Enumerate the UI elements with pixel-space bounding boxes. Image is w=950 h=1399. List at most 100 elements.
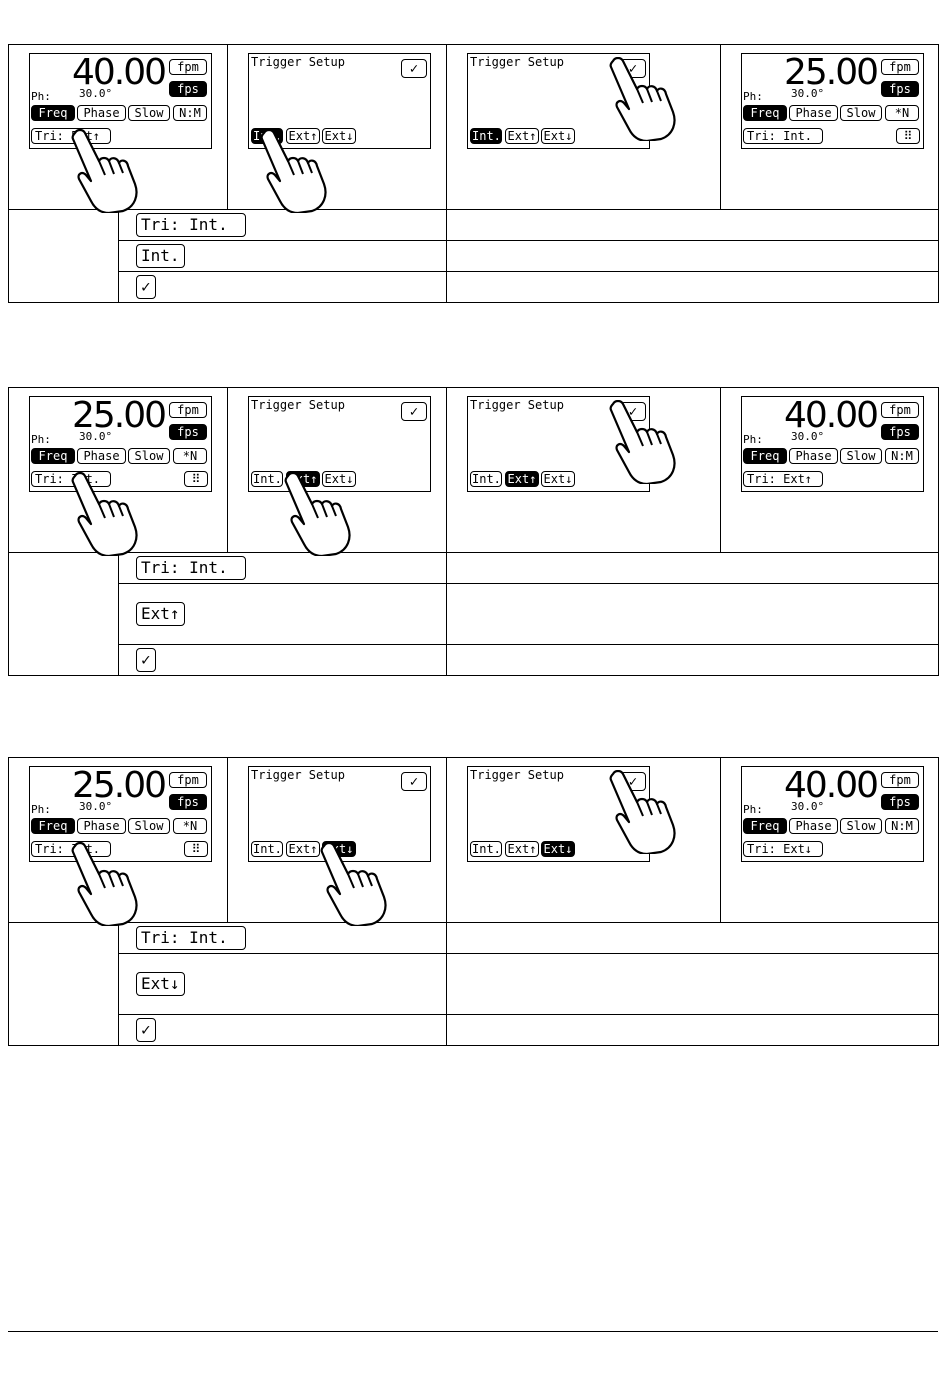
int-button[interactable]: Int. <box>470 128 502 144</box>
pointing-hand-icon <box>609 399 676 486</box>
nm-button[interactable]: *N <box>173 818 207 834</box>
main-screen: 40.00 Ph: 30.0° fpm fps Freq Phase Slow … <box>741 766 924 862</box>
ext-up-button[interactable]: Ext↑ <box>505 841 539 857</box>
ext-up-button[interactable]: Ext↑ <box>505 128 539 144</box>
ext-up-button[interactable]: Ext↑ <box>286 128 320 144</box>
ext-down-button[interactable]: Ext↓ <box>541 471 575 487</box>
phase-value: 30.0° <box>791 430 825 443</box>
confirm-check-button[interactable]: ✓ <box>401 772 427 791</box>
int-button[interactable]: Int. <box>470 471 502 487</box>
trigger-key: Tri: Int. <box>136 556 246 580</box>
fpm-button[interactable]: fpm <box>881 772 919 788</box>
phase-button[interactable]: Phase <box>77 448 126 464</box>
trigger-button[interactable]: Tri: Int. <box>743 128 823 144</box>
confirm-check-button[interactable]: ✓ <box>401 59 427 78</box>
trigger-button[interactable]: Tri: Ext↑ <box>31 128 111 144</box>
ext-down-key: Ext↓ <box>136 972 185 996</box>
slow-button[interactable]: Slow <box>128 105 170 121</box>
phase-button[interactable]: Phase <box>789 818 838 834</box>
int-button[interactable]: Int. <box>251 841 283 857</box>
screen-cell-4: 40.00 Ph: 30.0° fpm fps Freq Phase Slow … <box>720 387 939 553</box>
main-screen: 25.00 Ph: 30.0° fpm fps Freq Phase Slow … <box>29 766 212 862</box>
trigger-setup-screen: Trigger Setup ✓ Int. Ext↑ Ext↓ <box>248 53 431 149</box>
int-button[interactable]: Int. <box>251 471 283 487</box>
ext-down-button[interactable]: Ext↓ <box>541 841 575 857</box>
freq-button[interactable]: Freq <box>743 818 787 834</box>
phase-button[interactable]: Phase <box>789 448 838 464</box>
hand-pointer <box>318 841 394 928</box>
trigger-setup-title: Trigger Setup <box>251 55 345 69</box>
freq-button[interactable]: Freq <box>743 448 787 464</box>
trigger-button[interactable]: Tri: Ext↓ <box>743 841 823 857</box>
hand-pointer <box>69 841 145 928</box>
fps-button[interactable]: fps <box>881 794 919 810</box>
slow-button[interactable]: Slow <box>128 818 170 834</box>
step-label-cell <box>8 552 119 676</box>
fpm-button[interactable]: fpm <box>881 59 919 75</box>
fps-button[interactable]: fps <box>881 81 919 97</box>
pointing-hand-icon <box>609 769 676 856</box>
freq-button[interactable]: Freq <box>31 105 75 121</box>
phase-value: 30.0° <box>79 800 113 813</box>
step-label-cell <box>8 209 119 303</box>
slow-button[interactable]: Slow <box>840 818 882 834</box>
phase-value: 30.0° <box>791 800 825 813</box>
confirm-check-button[interactable]: ✓ <box>401 402 427 421</box>
ext-down-button[interactable]: Ext↓ <box>322 471 356 487</box>
phase-button[interactable]: Phase <box>789 105 838 121</box>
grid-icon[interactable]: ⠿ <box>896 128 920 144</box>
pointing-hand-icon <box>71 128 138 215</box>
trigger-button[interactable]: Tri: Ext↑ <box>743 471 823 487</box>
fpm-button[interactable]: fpm <box>169 402 207 418</box>
grid-icon[interactable]: ⠿ <box>184 471 208 487</box>
hand-pointer <box>258 128 334 215</box>
frequency-value: 40.00 <box>784 396 879 436</box>
desc-cell <box>446 953 939 1015</box>
phase-label: Ph: <box>743 433 763 446</box>
int-button[interactable]: Int. <box>470 841 502 857</box>
nm-button[interactable]: N:M <box>885 818 919 834</box>
screen-cell-1: 40.00 Ph: 30.0° fpm fps Freq Phase Slow … <box>8 44 228 215</box>
fps-button[interactable]: fps <box>881 424 919 440</box>
freq-button[interactable]: Freq <box>743 105 787 121</box>
ext-up-button[interactable]: Ext↑ <box>505 471 539 487</box>
procedure-block-1: 40.00 Ph: 30.0° fpm fps Freq Phase Slow … <box>8 44 939 303</box>
pointing-hand-icon <box>320 841 387 928</box>
trigger-setup-title: Trigger Setup <box>470 398 564 412</box>
trigger-setup-screen: Trigger Setup ✓ Int. Ext↑ Ext↓ <box>467 53 650 149</box>
desc-cell <box>446 271 939 303</box>
nm-button[interactable]: *N <box>885 105 919 121</box>
desc-cell <box>446 240 939 272</box>
freq-button[interactable]: Freq <box>31 448 75 464</box>
fpm-button[interactable]: fpm <box>169 772 207 788</box>
grid-icon[interactable]: ⠿ <box>184 841 208 857</box>
screen-cell-2: Trigger Setup ✓ Int. Ext↑ Ext↓ <box>227 757 447 928</box>
ext-up-button[interactable]: Ext↑ <box>286 841 320 857</box>
screen-cell-2: Trigger Setup ✓ Int. Ext↑ Ext↓ <box>227 44 447 215</box>
phase-button[interactable]: Phase <box>77 818 126 834</box>
slow-button[interactable]: Slow <box>840 105 882 121</box>
key-cell: ✓ <box>118 271 447 303</box>
freq-button[interactable]: Freq <box>31 818 75 834</box>
screen-cell-4: 25.00 Ph: 30.0° fpm fps Freq Phase Slow … <box>720 44 939 210</box>
key-cell: Int. <box>118 240 447 272</box>
phase-button[interactable]: Phase <box>77 105 126 121</box>
desc-cell <box>446 583 939 645</box>
fps-button[interactable]: fps <box>169 794 207 810</box>
slow-button[interactable]: Slow <box>840 448 882 464</box>
int-key: Int. <box>136 244 185 268</box>
ext-down-button[interactable]: Ext↓ <box>541 128 575 144</box>
slow-button[interactable]: Slow <box>128 448 170 464</box>
frequency-value: 40.00 <box>72 53 167 93</box>
hand-pointer <box>69 471 145 558</box>
nm-button[interactable]: *N <box>173 448 207 464</box>
fpm-button[interactable]: fpm <box>881 402 919 418</box>
screen-cell-3: Trigger Setup ✓ Int. Ext↑ Ext↓ <box>446 757 721 923</box>
fpm-button[interactable]: fpm <box>169 59 207 75</box>
fps-button[interactable]: fps <box>169 424 207 440</box>
ext-down-button[interactable]: Ext↓ <box>322 128 356 144</box>
nm-button[interactable]: N:M <box>173 105 207 121</box>
nm-button[interactable]: N:M <box>885 448 919 464</box>
frequency-value: 25.00 <box>784 53 879 93</box>
fps-button[interactable]: fps <box>169 81 207 97</box>
